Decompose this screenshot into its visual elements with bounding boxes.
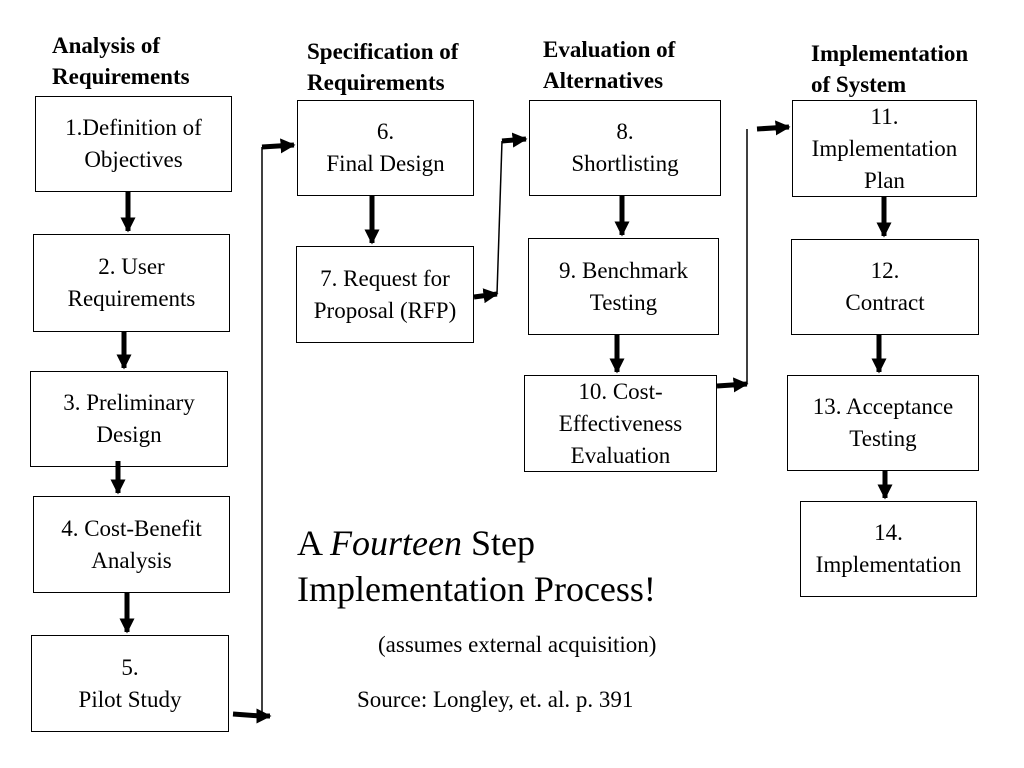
- step-9-line-2: Testing: [589, 289, 658, 315]
- title-line-2: Implementation Process!: [297, 569, 656, 609]
- step-8-line-2: Shortlisting: [571, 151, 679, 176]
- step-4-line-1: 4. Cost-Benefit: [61, 515, 202, 541]
- step-12-line-1: 12.: [870, 258, 900, 283]
- phase-evaluation-header: Evaluation of Alternatives: [543, 34, 675, 96]
- step-10-line-1: 10. Cost-: [578, 378, 663, 404]
- step-13-line-1: 13. Acceptance: [812, 394, 954, 419]
- step-6-line-2: Final Design: [326, 151, 445, 176]
- step-5-line-1: 5.: [121, 654, 139, 680]
- step-2-line-1: 2. User: [98, 254, 165, 279]
- step-box-8: 8. Shortlisting: [529, 100, 721, 196]
- phase-evaluation-line1: Evaluation of: [543, 37, 676, 62]
- connector-7-to-8-riser: [496, 140, 503, 295]
- arrow-5-to-6-in: [261, 138, 296, 154]
- step-4-line-2: Analysis: [91, 547, 172, 573]
- phase-specification-line2: Requirements: [307, 70, 445, 95]
- phase-implementation-line2: of System: [811, 72, 907, 97]
- step-3-line-2: Design: [96, 422, 162, 447]
- phase-analysis-header: Analysis of Requirements: [52, 30, 190, 92]
- step-box-12: 12. Contract: [791, 239, 979, 335]
- step-1-line-1: 1.Definition of: [65, 115, 202, 140]
- step-box-11: 11. Implementation Plan: [792, 100, 977, 197]
- arrow-10-to-11-in: [756, 120, 791, 136]
- step-6-line-1: 6.: [376, 119, 395, 144]
- step-box-3: 3. Preliminary Design: [30, 371, 228, 467]
- step-box-2: 2. User Requirements: [33, 234, 230, 332]
- title-prefix: A: [297, 523, 331, 563]
- step-7-line-1: 7. Request for: [320, 265, 450, 291]
- step-box-14: 14. Implementation: [800, 501, 977, 597]
- step-box-7: 7. Request for Proposal (RFP): [296, 246, 474, 343]
- step-1-line-2: Objectives: [84, 147, 183, 172]
- step-box-13: 13. Acceptance Testing: [787, 375, 979, 471]
- step-7-line-2: Proposal (RFP): [313, 297, 457, 323]
- step-5-line-2: Pilot Study: [78, 686, 182, 712]
- phase-evaluation-line2: Alternatives: [543, 68, 664, 93]
- phase-analysis-line1: Analysis of: [52, 33, 160, 58]
- diagram-title: A Fourteen Step Implementation Process!: [297, 520, 656, 612]
- phase-implementation-line1: Implementation: [811, 41, 969, 66]
- step-box-10: 10. Cost- Effectiveness Evaluation: [524, 375, 717, 472]
- title-line-1: A Fourteen Step: [297, 520, 656, 566]
- step-13-line-2: Testing: [849, 426, 917, 451]
- phase-specification-header: Specification of Requirements: [307, 36, 458, 98]
- step-14-line-1: 14.: [874, 520, 903, 545]
- step-box-9: 9. Benchmark Testing: [528, 238, 719, 335]
- step-box-4: 4. Cost-Benefit Analysis: [33, 496, 230, 593]
- phase-implementation-header: Implementation of System: [811, 38, 968, 100]
- title-emphasis: Fourteen: [330, 523, 462, 563]
- step-11-line-1: 11.: [870, 103, 899, 129]
- step-9-line-1: 9. Benchmark: [558, 257, 688, 283]
- title-suffix: Step: [461, 523, 535, 563]
- phase-specification-line1: Specification of: [307, 39, 459, 64]
- step-8-line-1: 8.: [616, 119, 634, 144]
- step-14-line-2: Implementation: [815, 552, 962, 577]
- step-10-line-2: Effectiveness: [558, 410, 683, 436]
- step-box-1: 1.Definition of Objectives: [35, 96, 232, 192]
- diagram-subtitle: (assumes external acquisition): [378, 632, 657, 657]
- step-11-line-3: Plan: [864, 167, 905, 193]
- phase-analysis-line2: Requirements: [52, 64, 190, 89]
- arrow-10-out: [716, 377, 749, 393]
- step-box-6: 6. Final Design: [297, 100, 474, 196]
- step-12-line-2: Contract: [845, 290, 925, 315]
- arrow-5-to-6-out: [232, 711, 261, 719]
- arrow-7-to-8-in: [501, 132, 528, 148]
- source-citation: Source: Longley, et. al. p. 391: [357, 687, 634, 712]
- arrow-7-out: [473, 288, 499, 304]
- step-box-5: 5. Pilot Study: [31, 635, 229, 732]
- step-11-line-2: Implementation: [811, 135, 958, 161]
- step-10-line-3: Evaluation: [570, 442, 671, 468]
- step-2-line-2: Requirements: [67, 286, 196, 311]
- step-3-line-1: 3. Preliminary: [63, 390, 195, 415]
